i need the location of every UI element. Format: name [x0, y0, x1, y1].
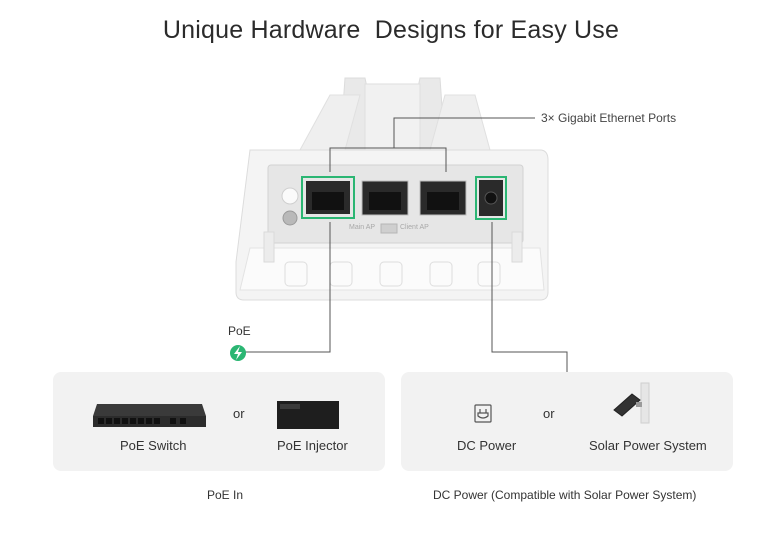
dc-options-panel	[401, 372, 733, 471]
ethernet-ports-callout: 3× Gigabit Ethernet Ports	[541, 111, 677, 125]
ethernet-port-2	[361, 180, 409, 216]
reset-button-icon	[281, 187, 299, 205]
page-title: Unique Hardware Designs for Easy Use	[162, 16, 620, 44]
poe-switch-label: PoE Switch	[120, 438, 187, 453]
ground-screw-icon	[282, 210, 298, 226]
dc-or-label: or	[543, 406, 555, 421]
dc-power-caption: DC Power (Compatible with Solar Power Sy…	[433, 488, 697, 502]
callout-lines	[238, 117, 568, 372]
poe-injector-label: PoE Injector	[277, 438, 348, 453]
poe-callout: PoE	[228, 324, 251, 338]
solar-panel-icon	[613, 382, 650, 424]
ethernet-port-3	[419, 180, 467, 216]
dc-power-plug-icon	[474, 404, 492, 423]
client-ap-label: Client AP	[400, 224, 429, 231]
poe-lightning-icon	[230, 345, 246, 361]
poe-or-label: or	[233, 406, 245, 421]
mode-switch	[380, 223, 398, 234]
solar-power-system-label: Solar Power System	[589, 438, 707, 453]
poe-in-caption: PoE In	[207, 488, 244, 502]
dc-power-label: DC Power	[457, 438, 517, 453]
dc-jack-port	[475, 176, 507, 220]
poe-switch-icon	[93, 404, 206, 427]
poe-injector-icon	[277, 401, 339, 429]
main-ap-label: Main AP	[349, 224, 376, 231]
ethernet-port-1	[301, 176, 355, 219]
